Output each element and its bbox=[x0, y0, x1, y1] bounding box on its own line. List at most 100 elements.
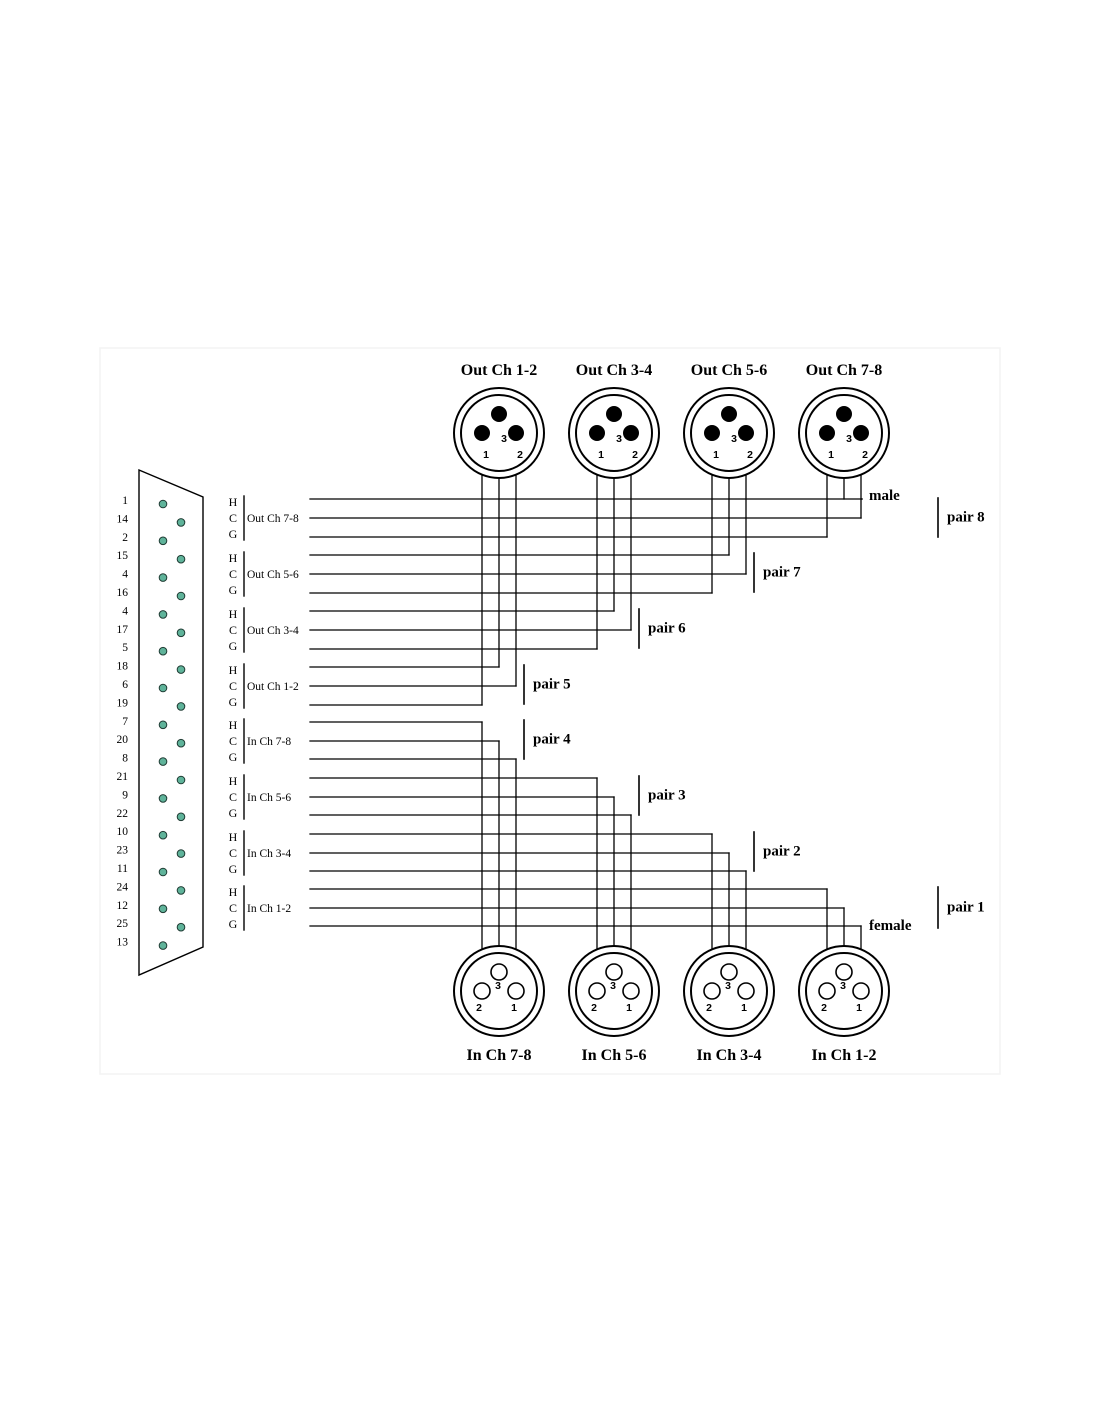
wires bbox=[309, 421, 863, 984]
xlr-inner-ring bbox=[805, 952, 883, 1030]
xlr-socket-3 bbox=[605, 963, 623, 981]
db25-pin-number: 23 bbox=[117, 845, 129, 857]
pair-label: pair 1 bbox=[947, 900, 985, 916]
xlr-socket-3 bbox=[835, 963, 853, 981]
db25-pin-number: 15 bbox=[117, 550, 129, 562]
hcg-letter: C bbox=[229, 623, 237, 637]
xlr-pin-label: 1 bbox=[598, 449, 604, 461]
db25-pin bbox=[158, 720, 168, 730]
connector-label: In Ch 1-2 bbox=[812, 1047, 877, 1064]
xlr-pin-label: 3 bbox=[495, 980, 501, 992]
xlr-outer-ring bbox=[568, 945, 660, 1037]
xlr-socket-3 bbox=[490, 963, 508, 981]
xlr-pin-3 bbox=[836, 406, 852, 422]
hcg-letter: H bbox=[229, 495, 238, 509]
pair-marker: pair 5 bbox=[523, 664, 571, 705]
xlr-pin-3 bbox=[721, 406, 737, 422]
connector-label: Out Ch 1-2 bbox=[461, 362, 537, 379]
pair-marker: pair 7 bbox=[753, 552, 801, 593]
xlr-inner-ring bbox=[460, 952, 538, 1030]
hcg-letter: C bbox=[229, 734, 237, 748]
db25-pin bbox=[176, 886, 186, 895]
hcg-letter: G bbox=[229, 695, 238, 709]
xlr-pin-label: 2 bbox=[476, 1002, 482, 1014]
db25-pin bbox=[158, 610, 168, 619]
db25-pin-number: 12 bbox=[117, 900, 129, 912]
db25-pin-number: 4 bbox=[122, 605, 128, 617]
group-label: Out Ch 3-4 bbox=[247, 625, 299, 637]
xlr-outer-ring bbox=[453, 945, 545, 1037]
hcg-letter: C bbox=[229, 901, 237, 915]
xlr-pin-label: 1 bbox=[713, 449, 719, 461]
xlr-pin-label: 3 bbox=[731, 433, 737, 445]
pair-marker: pair 8 bbox=[937, 497, 985, 538]
xlr-inner-ring bbox=[575, 394, 653, 472]
xlr-pin-3 bbox=[491, 406, 507, 422]
db25-pin-number: 20 bbox=[117, 734, 129, 746]
db25-pin bbox=[158, 867, 168, 877]
xlr-pin-label: 2 bbox=[821, 1002, 827, 1014]
xlr-inner-ring bbox=[690, 394, 768, 472]
hcg-letter: G bbox=[229, 917, 238, 931]
xlr-male: 132 bbox=[683, 387, 775, 479]
xlr-socket-3 bbox=[720, 963, 738, 981]
xlr-pin-1 bbox=[589, 425, 605, 441]
xlr-pin-2 bbox=[508, 425, 524, 441]
group-label: In Ch 7-8 bbox=[247, 736, 291, 748]
db25-pin-number: 7 bbox=[122, 716, 128, 728]
diagram-frame bbox=[99, 347, 1001, 1075]
db25-pin bbox=[158, 646, 168, 656]
hcg-letter: G bbox=[229, 862, 238, 876]
xlr-pin-label: 3 bbox=[725, 980, 731, 992]
xlr-pin-label: 1 bbox=[626, 1002, 632, 1014]
db25-pin-number: 11 bbox=[117, 863, 128, 875]
xlr-inner-ring bbox=[460, 394, 538, 472]
xlr-pin-label: 1 bbox=[741, 1002, 747, 1014]
connector-label: In Ch 7-8 bbox=[467, 1047, 532, 1064]
xlr-pin-label: 2 bbox=[517, 449, 523, 461]
hcg-letter: H bbox=[229, 774, 238, 788]
hcg-letter: H bbox=[229, 663, 238, 677]
xlr-pin-label: 1 bbox=[856, 1002, 862, 1014]
pair-label: pair 2 bbox=[763, 844, 801, 860]
xlr-male: 132 bbox=[568, 387, 660, 479]
hcg-letter: C bbox=[229, 567, 237, 581]
xlr-outer-ring bbox=[683, 945, 775, 1037]
group-label: Out Ch 1-2 bbox=[247, 681, 299, 693]
xlr-outer-ring bbox=[683, 387, 775, 479]
xlr-pin-label: 3 bbox=[501, 433, 507, 445]
xlr-inner-ring bbox=[690, 952, 768, 1030]
db25-pin bbox=[176, 628, 186, 638]
hcg-letter: G bbox=[229, 639, 238, 653]
xlr-socket-1 bbox=[507, 982, 525, 1000]
group-label: In Ch 1-2 bbox=[247, 903, 291, 915]
db25-pin bbox=[158, 757, 168, 766]
xlr-socket-1 bbox=[622, 982, 640, 1000]
group-label: Out Ch 7-8 bbox=[247, 513, 299, 525]
pair-label: pair 5 bbox=[533, 677, 571, 693]
female-label: female bbox=[869, 918, 912, 934]
db25-pin bbox=[176, 775, 186, 785]
db25-pin bbox=[176, 702, 186, 711]
xlr-pin-label: 1 bbox=[483, 449, 489, 461]
connector-label: Out Ch 3-4 bbox=[576, 362, 652, 379]
db25-pin-number: 9 bbox=[122, 789, 128, 801]
hcg-letter: H bbox=[229, 607, 238, 621]
xlr-pin-label: 1 bbox=[828, 449, 834, 461]
xlr-pin-label: 3 bbox=[846, 433, 852, 445]
pair-marker: pair 3 bbox=[638, 775, 686, 816]
db25-pin-number: 2 bbox=[122, 532, 128, 544]
xlr-pin-label: 2 bbox=[591, 1002, 597, 1014]
db25-pin bbox=[158, 573, 168, 582]
xlr-outer-ring bbox=[568, 387, 660, 479]
db25-pin-number: 1 bbox=[122, 495, 128, 507]
xlr-pin-label: 2 bbox=[747, 449, 753, 461]
group-label: In Ch 3-4 bbox=[247, 848, 291, 860]
db25-pin bbox=[158, 683, 168, 693]
xlr-pin-1 bbox=[474, 425, 490, 441]
pair-label: pair 3 bbox=[648, 788, 686, 804]
xlr-female: 231 bbox=[798, 945, 890, 1037]
